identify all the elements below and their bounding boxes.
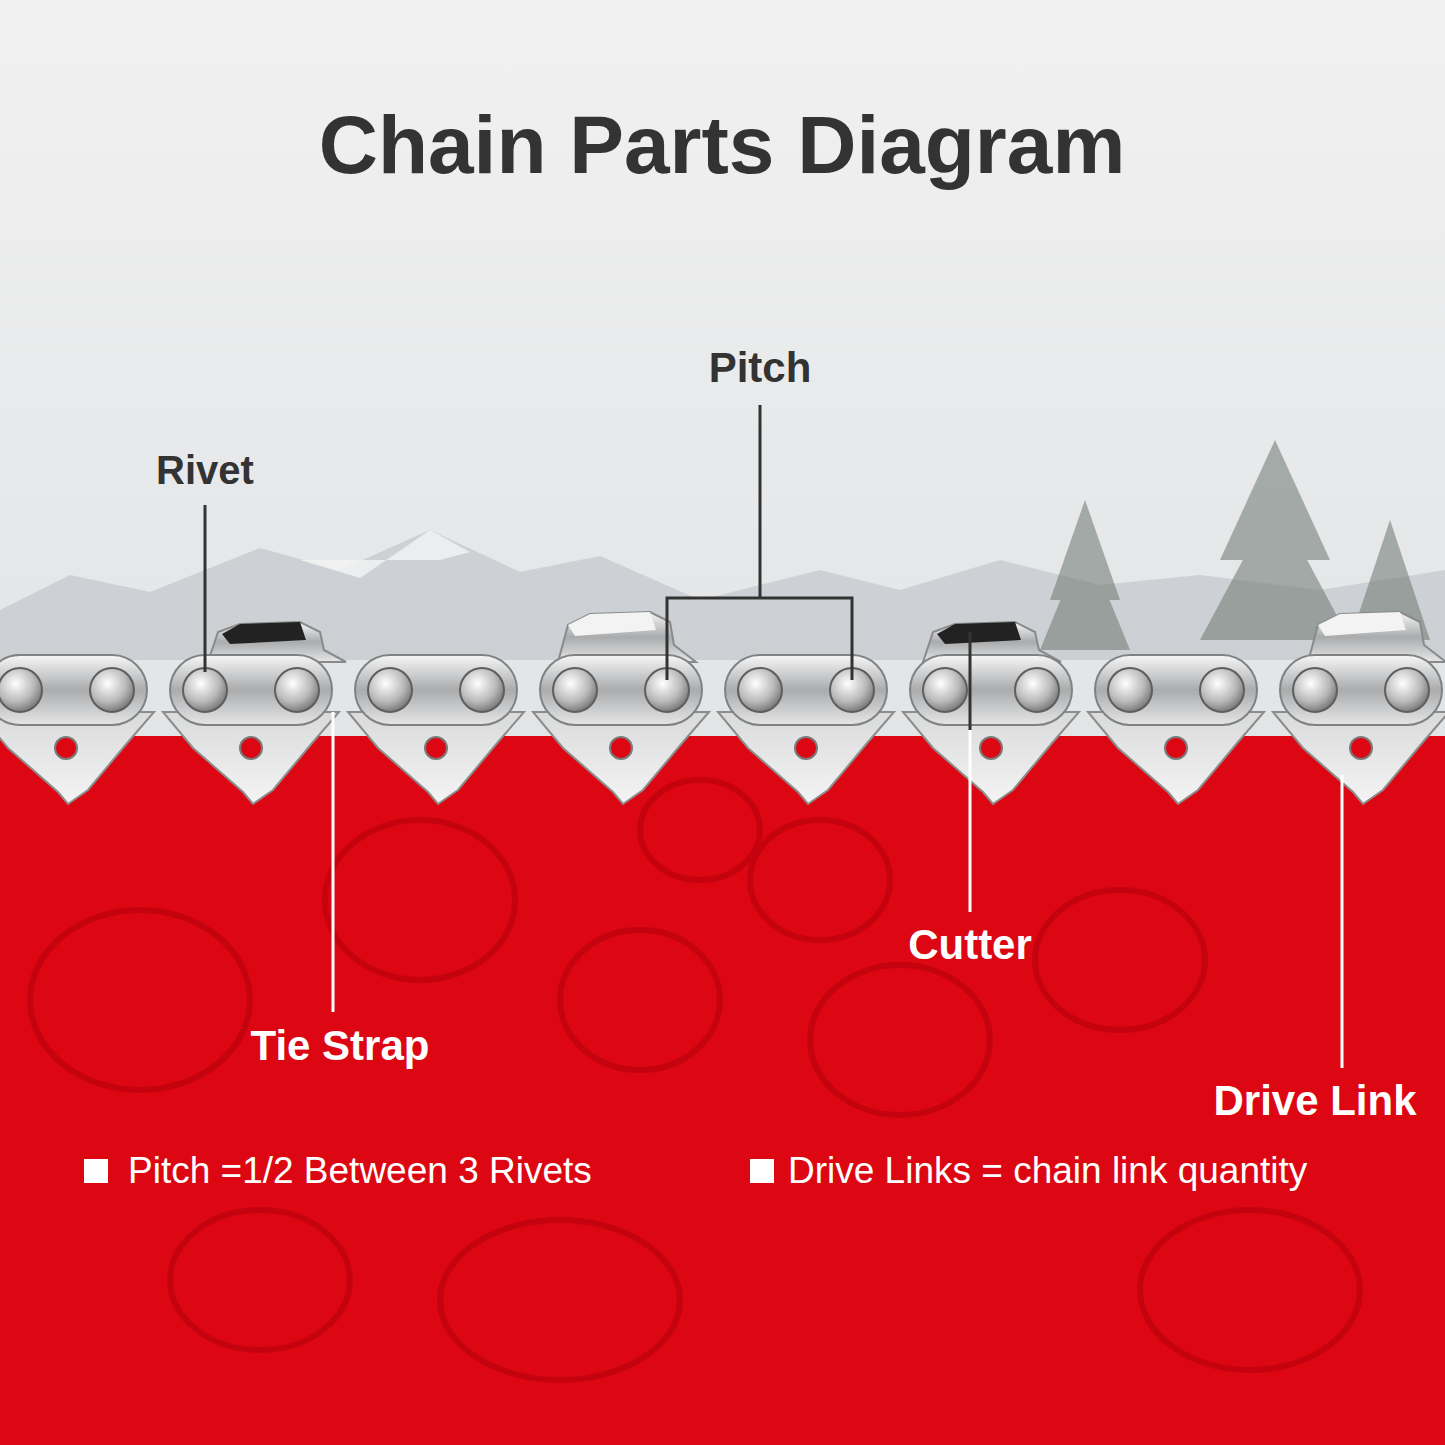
note-text: Pitch =1/2 Between 3 Rivets	[128, 1151, 592, 1192]
part-label: Drive Link	[1213, 1078, 1416, 1124]
part-label: Cutter	[908, 922, 1032, 968]
note-text: Drive Links = chain link quantity	[788, 1151, 1307, 1192]
part-label: Pitch	[709, 345, 812, 391]
part-label: Tie Strap	[251, 1023, 430, 1069]
part-label: Rivet	[156, 448, 254, 492]
diagram-title: Chain Parts Diagram	[319, 100, 1126, 190]
